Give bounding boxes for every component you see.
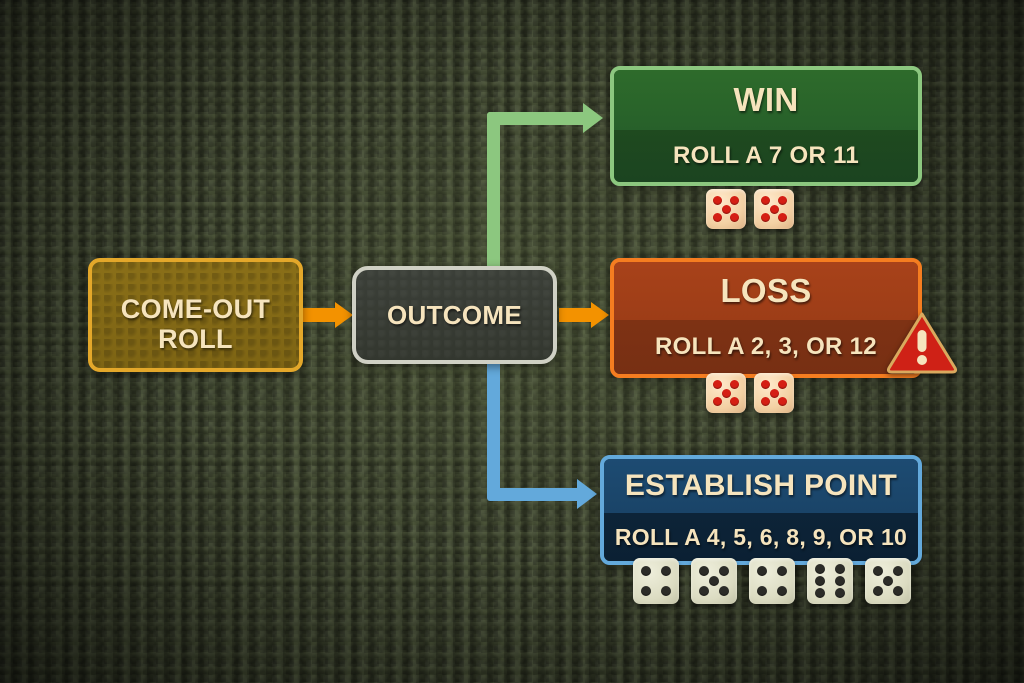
connector-outcome-to-win-horizontal [487,112,587,125]
die-pip [769,204,779,214]
die-pip [730,397,740,407]
come-out-roll-line2: ROLL [158,324,233,354]
die-pip [712,195,722,205]
die [865,558,911,604]
node-loss[interactable]: LOSS ROLL A 2, 3, OR 12 [610,258,922,378]
die-pip [698,565,709,576]
die-pip [814,576,825,586]
die-pip [814,564,825,575]
connector-outcome-to-point-horizontal [487,488,581,501]
node-win[interactable]: WIN ROLL A 7 OR 11 [610,66,922,186]
die-pip [730,213,740,223]
connector-outcome-to-win-vertical [487,112,500,268]
die [807,558,853,604]
die [691,558,737,604]
die-pip [760,195,770,205]
arrowhead-outcome-to-loss [591,302,609,328]
die-pip [730,379,740,389]
die-pip [769,388,779,398]
die-pip [760,213,770,223]
die-pip [883,576,893,586]
dice-row-point [633,558,911,604]
die-pip [760,379,770,389]
die [633,558,679,604]
die-pip [835,564,846,575]
die-pip [835,587,846,598]
die-pip [756,586,767,597]
die-pip [698,586,709,597]
die-pip [893,565,904,576]
die-pip [730,195,740,205]
die-pip [814,587,825,598]
outcome-label: OUTCOME [387,299,522,330]
win-title: WIN [614,70,918,130]
connector-comeout-to-outcome [303,308,337,322]
die-pip [661,586,672,597]
come-out-roll-line1: COME-OUT [120,293,271,324]
die [749,558,795,604]
die-pip [640,586,651,597]
die-pip [835,576,846,586]
die-pip [778,379,788,389]
arrowhead-comeout-to-outcome [335,302,353,328]
die-pip [712,213,722,223]
establish-point-subtitle: ROLL A 4, 5, 6, 8, 9, OR 10 [604,513,918,561]
die [754,373,794,413]
die-pip [721,204,731,214]
arrowhead-outcome-to-win [583,103,603,133]
warning-triangle-icon [886,310,958,374]
die-pip [872,565,883,576]
die-pip [661,565,672,576]
die-pip [872,586,883,597]
die-pip [778,397,788,407]
dice-row-win [706,189,794,229]
die-pip [721,388,731,398]
die-pip [756,565,767,576]
die-pip [778,213,788,223]
loss-subtitle: ROLL A 2, 3, OR 12 [614,320,918,374]
establish-point-title: ESTABLISH POINT [604,459,918,513]
die-pip [778,195,788,205]
die-pip [719,586,730,597]
node-outcome[interactable]: OUTCOME [352,266,557,364]
node-establish-point[interactable]: ESTABLISH POINT ROLL A 4, 5, 6, 8, 9, OR… [600,455,922,565]
die-pip [712,379,722,389]
die [754,189,794,229]
die-pip [712,397,722,407]
win-subtitle: ROLL A 7 OR 11 [614,130,918,182]
die [706,189,746,229]
connector-outcome-to-point-vertical [487,362,500,494]
die-pip [777,565,788,576]
die-pip [709,576,719,586]
node-come-out-roll[interactable]: COME-OUT ROLL [88,258,303,372]
come-out-roll-label: COME-OUT ROLL [92,276,299,354]
arrowhead-outcome-to-point [577,479,597,509]
dice-row-loss [706,373,794,413]
die-pip [719,565,730,576]
die-pip [893,586,904,597]
die-pip [760,397,770,407]
connector-outcome-to-loss [559,308,593,322]
die-pip [777,586,788,597]
loss-title: LOSS [614,262,918,320]
die-pip [640,565,651,576]
die [706,373,746,413]
